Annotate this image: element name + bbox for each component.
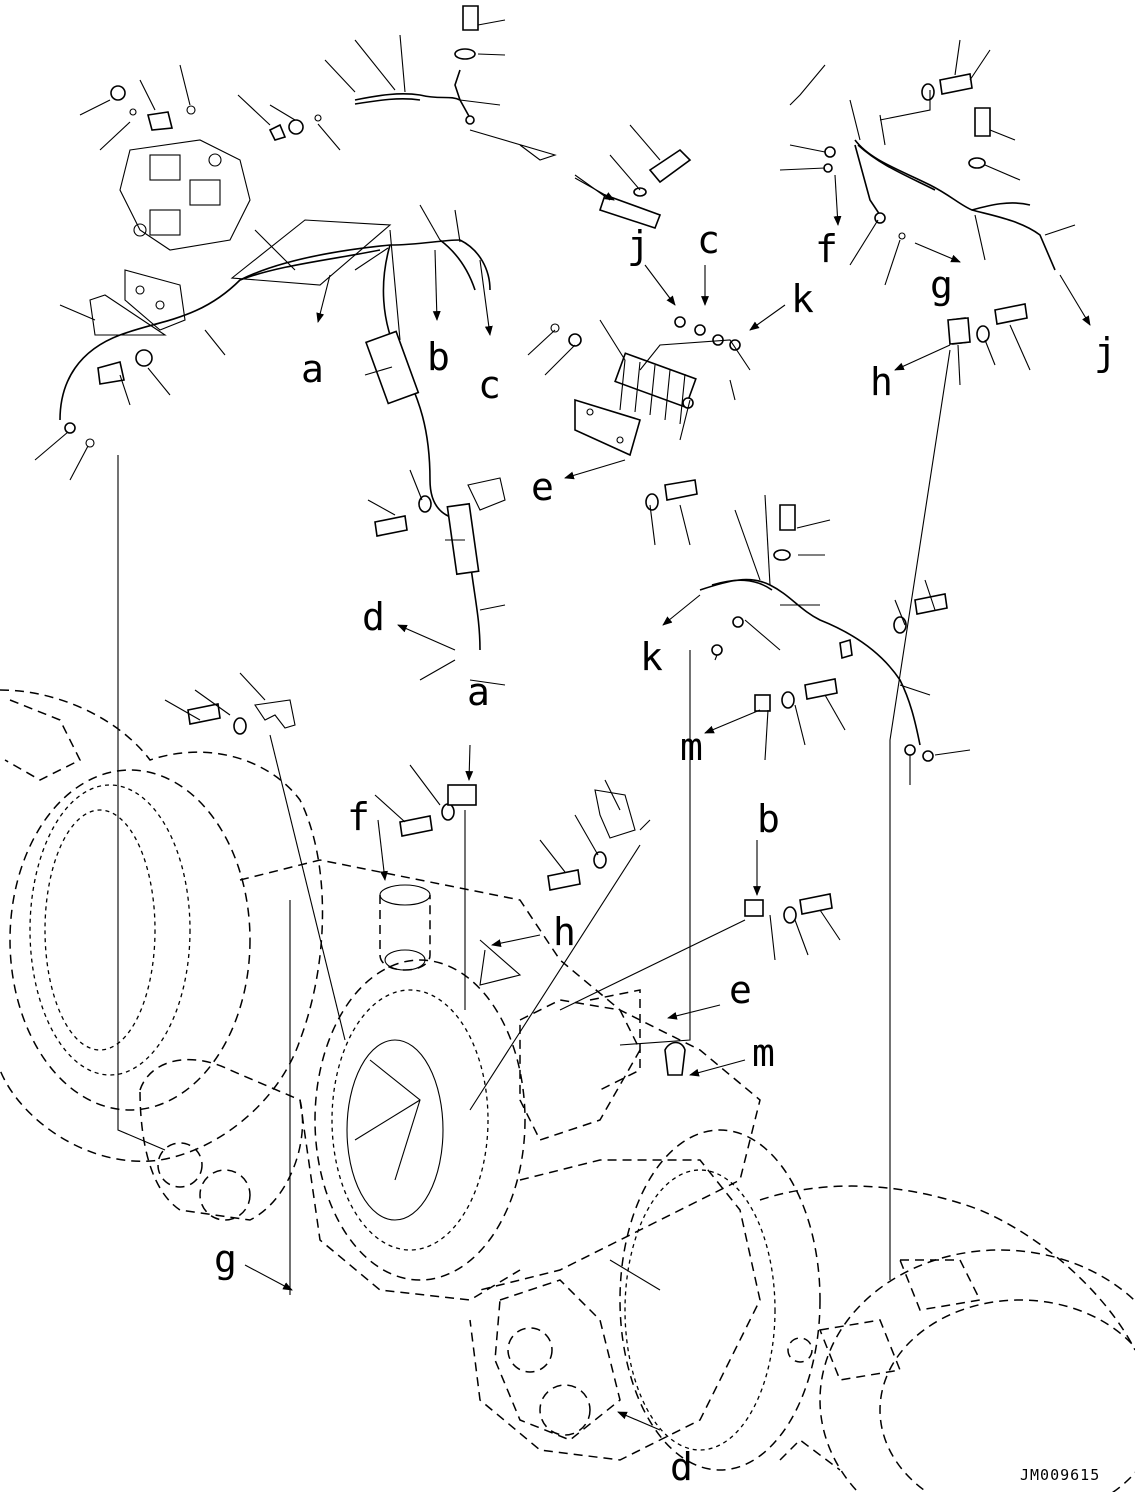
axle-housing [0,689,1135,1492]
callout-f-lower: f [347,795,370,839]
callout-h-lower: h [553,910,576,954]
callout-b-lower: b [757,797,780,841]
callout-e-lower: e [729,968,752,1012]
callout-d-upper: d [362,595,385,639]
callout-k-center: k [791,277,814,321]
callout-j-center: j [627,223,650,267]
callout-h-upper: h [870,360,893,404]
callout-a-lower: a [467,670,490,714]
callout-e-upper: e [531,465,554,509]
callout-g-upper: g [930,263,953,307]
upper-right-harness [823,139,1056,345]
lower-right-harness [699,578,921,917]
callout-b-upper: b [427,335,450,379]
drawing-number: JM009615 [1020,1466,1100,1484]
valve-assembly [110,85,322,251]
callout-c-left: c [478,363,501,407]
callout-m-lower: m [752,1031,775,1075]
callout-labels: a a b b c c d d e e f f g g h h j j k k … [214,218,1117,1489]
callout-c-center: c [697,218,720,262]
callout-j-right: j [1094,330,1117,374]
callout-a-upper: a [301,347,324,391]
leader-lines [34,19,1076,1295]
brackets [254,477,686,1076]
callout-m-upper: m [680,725,703,769]
callout-arrows [244,174,1091,1431]
callout-f-upper: f [815,227,838,271]
callout-g-lower: g [214,1237,237,1281]
callout-k-right: k [640,635,663,679]
hardware [187,5,1028,924]
upper-harness [59,69,491,651]
callout-d-lower: d [670,1445,693,1489]
